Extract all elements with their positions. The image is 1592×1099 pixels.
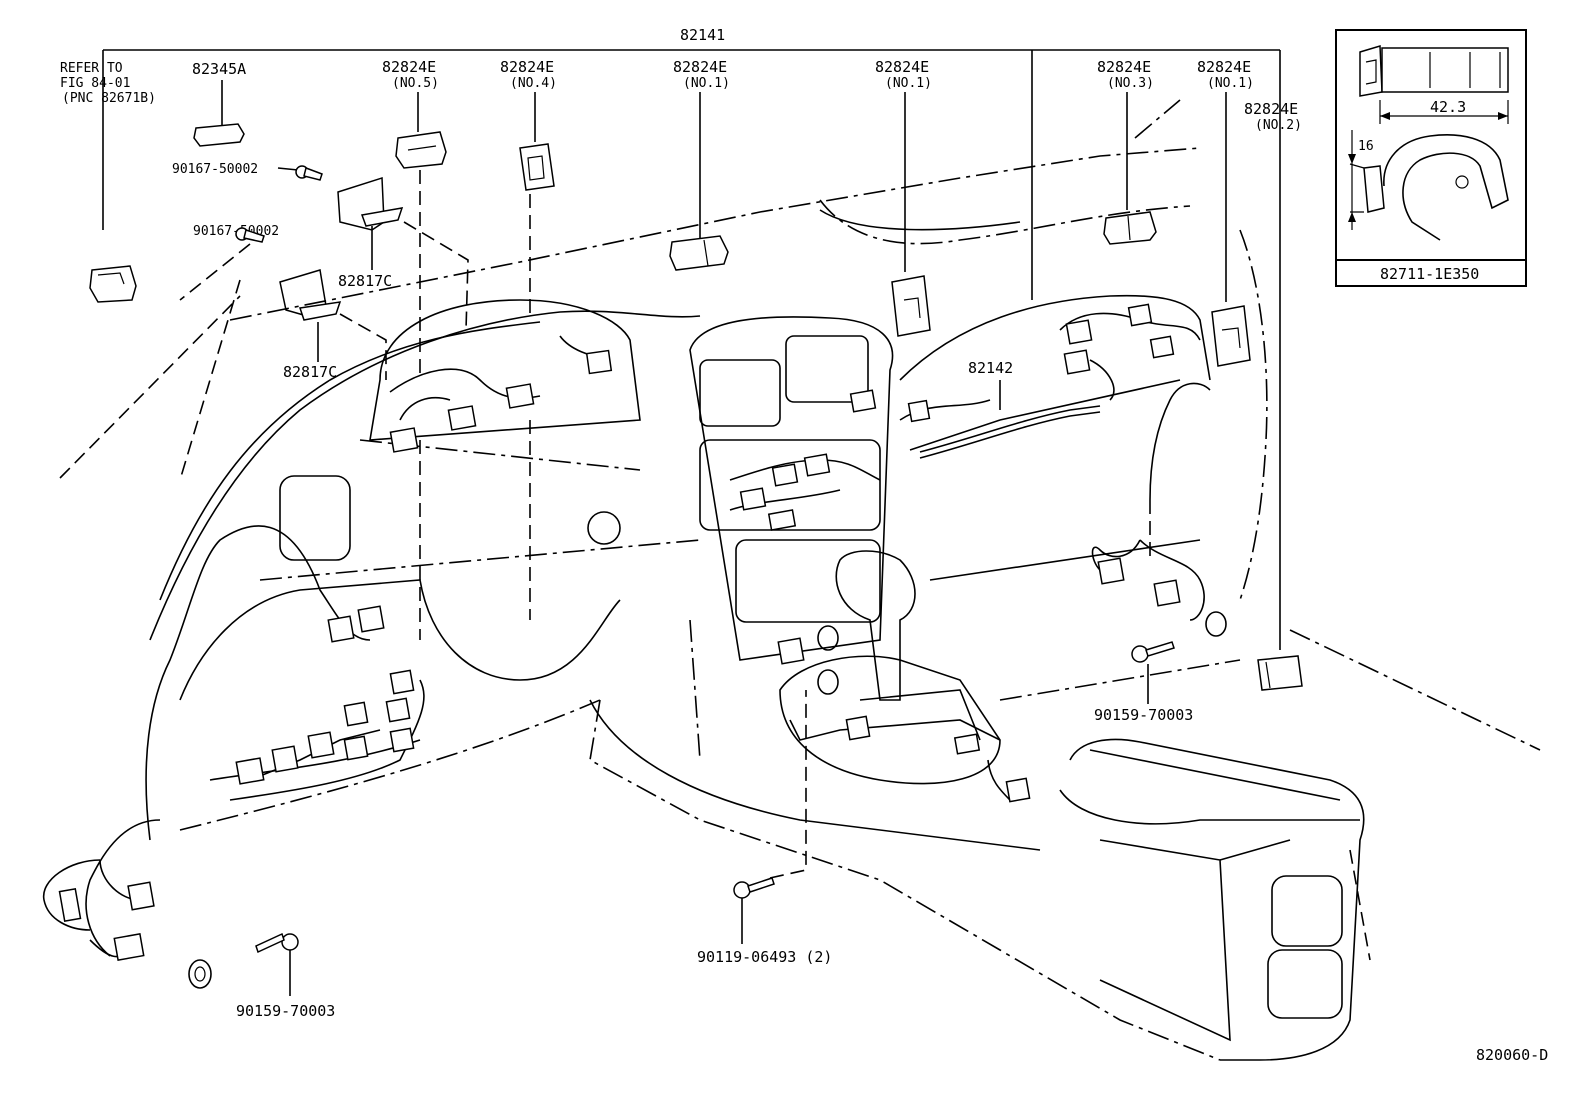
bolt-left	[255, 932, 299, 954]
harness-wiring	[42, 312, 1211, 958]
clamp-no3-sub: (NO.3)	[1107, 76, 1154, 91]
harness-connectors	[58, 303, 1181, 961]
bracket-b-label: 82817C	[283, 363, 337, 381]
part-82345a-label: 82345A	[192, 60, 246, 78]
main-harness-leader	[102, 49, 1281, 650]
clamp-no4-sub: (NO.4)	[510, 76, 557, 91]
clamp-no3-label: 82824E	[1097, 58, 1151, 76]
clamp-no2-sub: (NO.2)	[1255, 118, 1302, 133]
clamp-no1-b-label: 82824E	[875, 58, 929, 76]
sub-harness-label: 82142	[968, 359, 1013, 377]
clamp-no1-a	[669, 235, 729, 271]
inset-width-dimension: 42.3	[1430, 98, 1466, 116]
inset-height-dimension: 16	[1358, 139, 1374, 154]
bolt-right-label: 90159-70003	[1094, 706, 1193, 724]
grommets	[188, 611, 1227, 989]
clamp-no1-c	[1211, 305, 1251, 367]
screw-a	[295, 165, 323, 181]
clamp-no1-b-sub: (NO.1)	[885, 76, 932, 91]
clamp-no3	[1103, 211, 1157, 245]
clamp-no1-b	[891, 275, 931, 337]
fuse-part	[193, 123, 245, 147]
clamp-no1-c-sub: (NO.1)	[1207, 76, 1254, 91]
screw-a-label: 90167-50002	[172, 162, 258, 177]
bracket-a-label: 82817C	[338, 272, 392, 290]
bolt-right	[1131, 641, 1175, 663]
refer-pnc-label: (PNC 82671B)	[62, 91, 156, 106]
refer-to-label: REFER TO	[60, 61, 123, 76]
screw-center-label: 90119-06493 (2)	[697, 948, 832, 966]
screw-center	[733, 877, 775, 899]
clamp-no5	[395, 131, 447, 169]
screw-b	[235, 227, 265, 243]
clamp-no1-a-label: 82824E	[673, 58, 727, 76]
refer-fig-label: FIG 84-01	[60, 76, 130, 91]
main-harness-label: 82141	[680, 26, 725, 44]
clamp-no5-sub: (NO.5)	[392, 76, 439, 91]
clamp-no4-label: 82824E	[500, 58, 554, 76]
inset-detail	[1335, 29, 1527, 287]
bolt-left-label: 90159-70003	[236, 1002, 335, 1020]
figure-code: 820060-D	[1476, 1046, 1548, 1064]
clamp-no1-a-sub: (NO.1)	[683, 76, 730, 91]
inset-part-number: 82711-1E350	[1380, 265, 1479, 283]
bracket-b	[279, 269, 342, 321]
relay-connector	[89, 265, 137, 303]
clamp-no4	[519, 143, 555, 191]
install-leaders	[179, 170, 1151, 879]
clamp-no1-c-label: 82824E	[1197, 58, 1251, 76]
clamp-no2	[1257, 655, 1303, 691]
clamp-no2-label: 82824E	[1244, 100, 1298, 118]
clamp-no5-label: 82824E	[382, 58, 436, 76]
bracket-a	[337, 176, 404, 231]
instrument-panel-outline	[59, 99, 1541, 1061]
